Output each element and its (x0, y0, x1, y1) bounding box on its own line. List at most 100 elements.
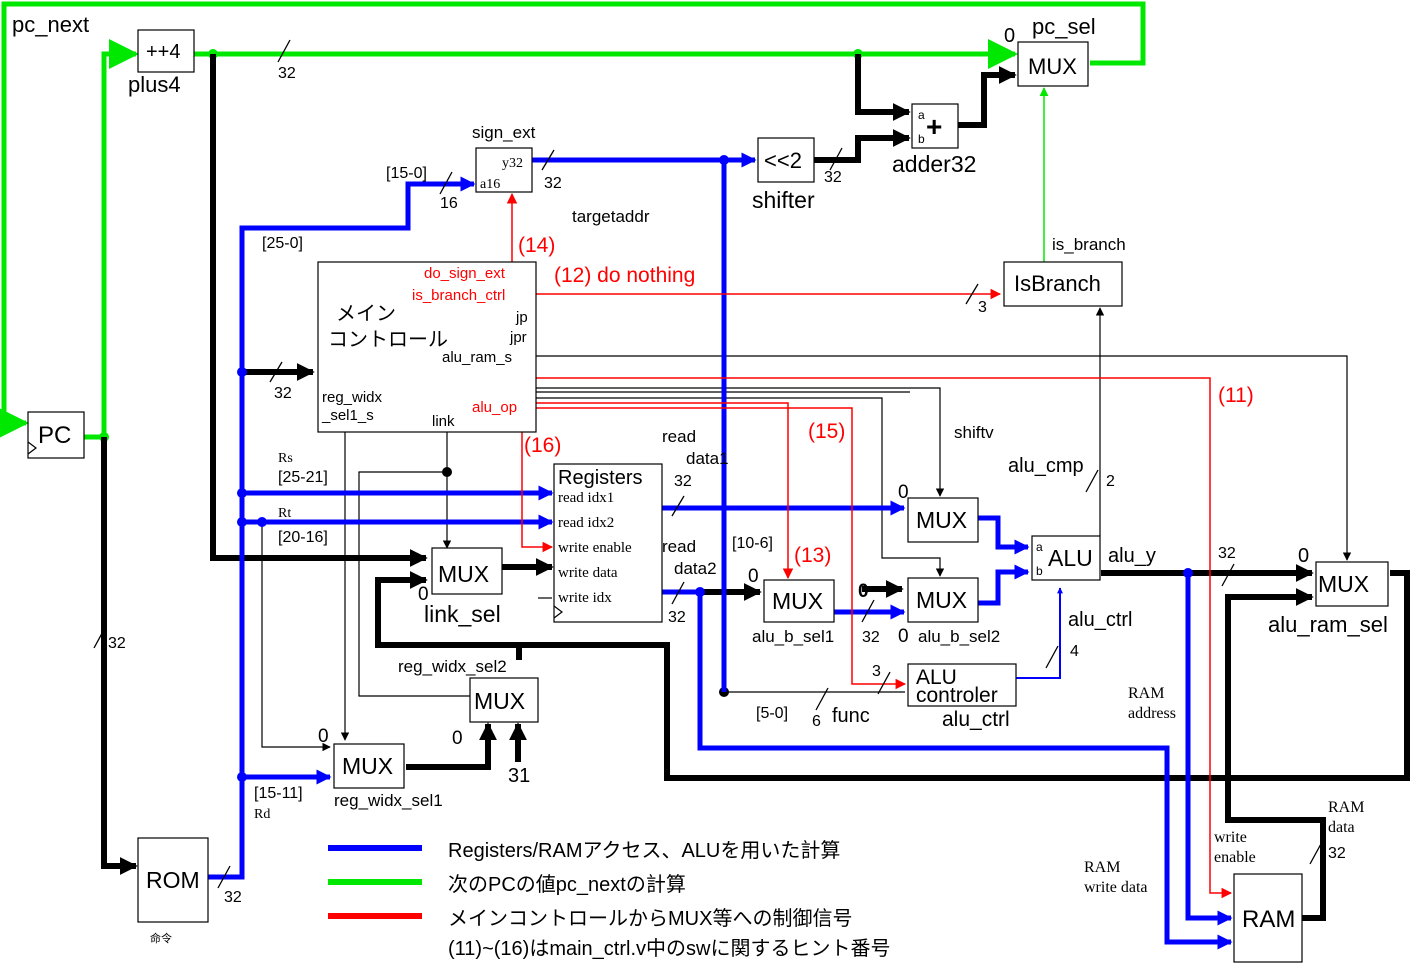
w-alu-y: 32 (1218, 545, 1236, 562)
rom-sub: 命令 (150, 931, 172, 945)
is-branch-label: is_branch (1052, 235, 1126, 254)
reg-widx-sel2-mux: MUX reg_widx_sel2 0 31 (398, 657, 539, 787)
registers-title: Registers (558, 467, 642, 489)
port-read-data2-b: data2 (674, 559, 717, 578)
alu-b: b (1036, 564, 1043, 578)
hint-labels: (11) (12) do nothing (13) (14) (15) (16) (518, 234, 1254, 567)
alu-ram-sel-mux-label: MUX (1318, 571, 1369, 597)
sign-ext-y: y32 (502, 156, 523, 171)
w-plus4-out: 32 (278, 65, 296, 82)
port-write-data: write data (558, 565, 618, 581)
alu-b-sel1-zero: 0 (748, 566, 759, 587)
bus-width-marks (93, 39, 1323, 889)
ram-block: RAM (1233, 873, 1303, 963)
shiftv-label: shiftv (954, 423, 994, 442)
adder-plus: + (926, 111, 942, 142)
rt-label: Rt (278, 506, 291, 521)
alu-b-sel2-mux: MUX alu_b_sel2 0 0 (858, 577, 1000, 647)
w-alu-op: 3 (872, 663, 881, 680)
black-buses (101, 54, 1410, 921)
w-ram-data: 32 (1328, 845, 1346, 862)
shifter-block: <<2 shifter (752, 137, 815, 213)
alu-b-sel1-mux-label: MUX (772, 588, 823, 614)
shifter-name: shifter (752, 187, 815, 213)
adder-name: adder32 (892, 151, 976, 177)
alu-ctrl-name: alu_ctrl (942, 708, 1010, 731)
ram-data-1: RAM (1328, 799, 1364, 816)
port-read-data1-a: read (662, 427, 696, 446)
port-reg-widx-2: _sel1_s (321, 407, 374, 424)
main-control-block: メイン コントロール do_sign_ext is_branch_ctrl jp… (317, 261, 537, 433)
bits-20-16: [20-16] (278, 529, 328, 546)
bits-25-21: [25-21] (278, 469, 328, 486)
ram-write-enable-2: enable (1214, 849, 1256, 866)
plus4-label: ++4 (146, 41, 180, 63)
port-reg-widx-1: reg_widx (322, 389, 383, 406)
signal-labels: pc_next targetaddr shiftv alu_cmp alu_y … (12, 12, 1364, 896)
link-sel-mux: MUX link_sel 0 (418, 547, 503, 627)
ram-write-data-2: write data (1084, 879, 1148, 896)
port-alu-op: alu_op (472, 399, 517, 416)
main-control-title-2: コントロール (328, 329, 448, 351)
alu-block: a b ALU (1031, 535, 1101, 581)
func-label: func (832, 705, 870, 727)
registers-block: Registers read idx1 read idx2 write enab… (553, 427, 729, 623)
rom-label: ROM (146, 867, 200, 893)
pc-next-label: pc_next (12, 12, 89, 37)
pc-sel-zero: 0 (1004, 25, 1015, 47)
w-alu-b-sel1: 32 (862, 629, 880, 646)
link-sel-label: link_sel (424, 601, 501, 627)
port-write-idx: write idx (558, 590, 612, 606)
alu-ctrl-label: alu_ctrl (1068, 609, 1132, 631)
w-func: 6 (812, 713, 821, 730)
reg-widx-sel1-zero: 0 (318, 726, 329, 747)
bits-10-6: [10-6] (732, 535, 773, 552)
alu-cmp-label: alu_cmp (1008, 455, 1084, 477)
w-rom-addr: 32 (108, 635, 126, 652)
alu-ram-sel-zero: 0 (1298, 545, 1309, 567)
port-alu-ram-s: alu_ram_s (442, 349, 512, 366)
port-jpr: jpr (509, 329, 527, 346)
alu-ram-sel-mux: MUX alu_ram_sel 0 (1268, 545, 1389, 637)
alu-y-label: alu_y (1108, 545, 1156, 567)
hint-12: (12) do nothing (554, 264, 695, 287)
w-main-ctrl-in: 32 (274, 385, 292, 402)
w-rom-out: 32 (224, 889, 242, 906)
w-alu-cmp: 2 (1106, 473, 1115, 490)
alu-b-sel2-label: alu_b_sel2 (918, 627, 1000, 646)
const-31: 31 (508, 765, 530, 787)
pc-label: PC (38, 422, 71, 449)
hint-13: (13) (794, 544, 831, 567)
bus-width-labels: 32 32 32 16 32 32 32 3 32 32 32 2 32 4 3… (108, 65, 1346, 906)
link-sel-mux-label: MUX (438, 561, 489, 587)
ram-data-2: data (1328, 819, 1355, 836)
main-control-title-1: メイン (336, 303, 396, 325)
hint-16: (16) (524, 434, 561, 457)
bits-15-0: [15-0] (386, 165, 427, 182)
w-shifter-out: 32 (824, 169, 842, 186)
w-sign-ext-in: 16 (440, 195, 458, 212)
legend-red-2: (11)~(16)はmain_ctrl.v中のswに関するヒント番号 (448, 937, 890, 960)
reg-widx-sel1-label: reg_widx_sel1 (334, 791, 443, 810)
alu-controler-2: controler (916, 684, 998, 707)
adder-b: b (918, 132, 925, 146)
legend: Registers/RAMアクセス、ALUを用いた計算 次のPCの値pc_nex… (328, 839, 890, 960)
reg-widx-sel2-zero: 0 (452, 728, 463, 749)
bits-15-11: [15-11] (254, 785, 303, 802)
reg-widx-sel2-mux-label: MUX (474, 688, 525, 714)
reg-widx-sel1-mux: MUX reg_widx_sel1 0 (318, 726, 443, 810)
port-write-enable: write enable (558, 540, 632, 556)
sign-ext-name: sign_ext (472, 123, 536, 142)
alu-ram-sel-label: alu_ram_sel (1268, 612, 1388, 637)
pc-register: PC (27, 411, 85, 459)
ram-write-data-1: RAM (1084, 859, 1120, 876)
plus4-block: ++4 plus4 (128, 29, 195, 97)
isbranch-label: IsBranch (1014, 271, 1101, 296)
legend-red-1: メインコントロールからMUX等への制御信号 (448, 907, 852, 930)
adder-block: a b + adder32 (892, 103, 976, 177)
port-do-sign-ext: do_sign_ext (424, 265, 506, 282)
rom-block: ROM 命令 (137, 837, 209, 945)
alu-a: a (1036, 540, 1043, 554)
legend-blue: Registers/RAMアクセス、ALUを用いた計算 (448, 839, 840, 862)
